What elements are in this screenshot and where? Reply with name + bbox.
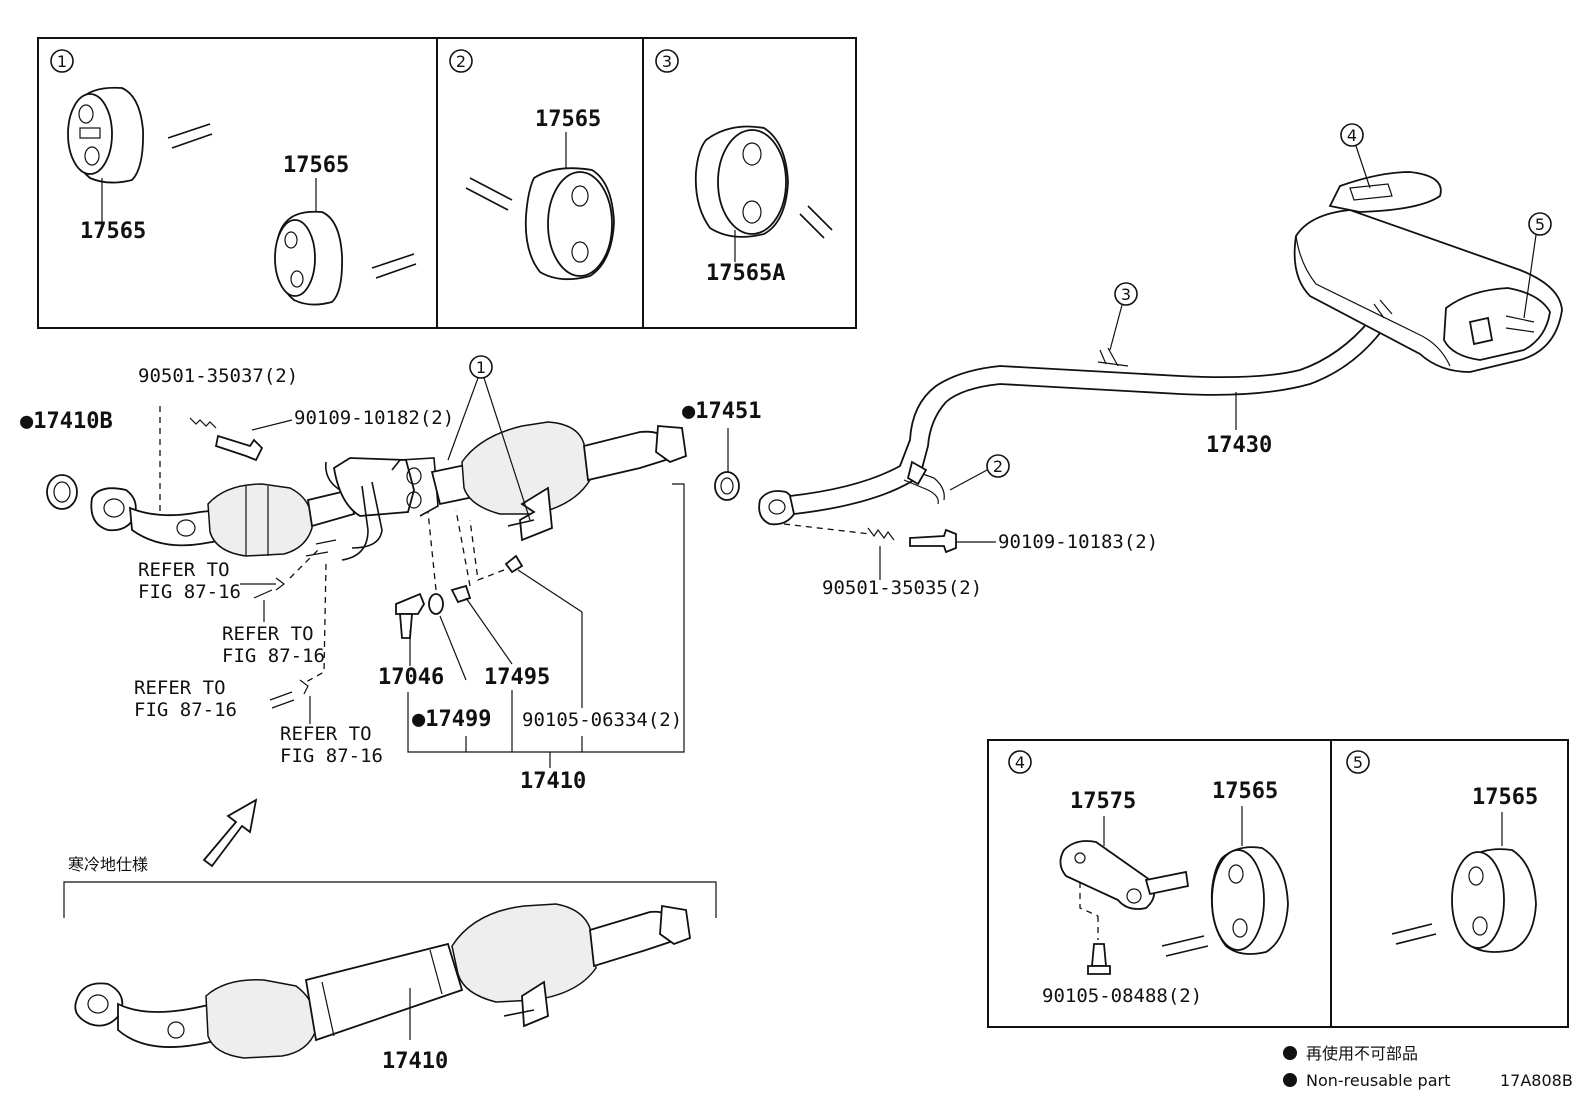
inset-1-number: 1 <box>57 52 67 71</box>
legend: 再使用不可部品 Non-reusable part 17A808B <box>1283 1044 1573 1090</box>
bullet-icon <box>1283 1073 1297 1087</box>
pin-icon <box>371 253 417 279</box>
refer-2-line2: FIG 87-16 <box>222 645 325 667</box>
catalyst-icon <box>461 421 591 515</box>
inset-top-frame <box>37 37 857 329</box>
bolt-icon <box>1091 943 1107 967</box>
flange-icon <box>655 425 687 464</box>
hanger-bracket-icon <box>1468 316 1494 346</box>
gasket-icon <box>714 471 740 501</box>
label-90109-10183: 90109-10183(2) <box>998 531 1158 553</box>
label-17046: 17046 <box>378 665 444 690</box>
callout-4: 4 <box>1347 126 1357 145</box>
hanger-icon <box>694 125 789 238</box>
spring-icon <box>189 417 217 429</box>
muffler-section-icon <box>304 942 464 1042</box>
catalyst-icon <box>205 979 317 1059</box>
hanger-bracket-icon <box>1059 840 1156 910</box>
hanger-icon <box>524 167 615 281</box>
inset-4-number: 4 <box>1015 753 1025 772</box>
inset-2-number: 2 <box>456 52 466 71</box>
inset-bottom-group: 4 17575 90105-08488(2) 17565 5 17565 <box>987 739 1569 1028</box>
arrow-up-icon <box>202 798 258 868</box>
cold-region-variant: 寒冷地仕様 17410 <box>63 798 717 1074</box>
pin-icon <box>799 205 833 239</box>
label-17410: 17410 <box>520 769 586 794</box>
label-17565-c: 17565 <box>535 107 601 132</box>
label-17430: 17430 <box>1206 433 1272 458</box>
catalyst-icon <box>451 903 597 1003</box>
hanger-icon <box>1451 848 1537 953</box>
label-17565-e: 17565 <box>1472 785 1538 810</box>
pin-icon <box>1391 923 1437 945</box>
callout-2: 2 <box>993 457 1003 476</box>
tail-pipe-icon <box>788 318 1386 515</box>
label-17565-d: 17565 <box>1212 779 1278 804</box>
hanger-rod-icon <box>1099 347 1119 367</box>
gasket-icon <box>428 593 444 615</box>
hanger-bracket-icon <box>1328 171 1442 213</box>
label-17451: ●17451 <box>682 399 761 424</box>
pin-icon <box>1161 935 1209 957</box>
label-17410B: ●17410B <box>20 409 113 434</box>
figure-code: 17A808B <box>1500 1071 1573 1090</box>
gasket-icon <box>46 474 78 510</box>
cold-region-label: 寒冷地仕様 <box>68 855 148 874</box>
bolt-icon <box>504 554 524 574</box>
label-90501-35037: 90501-35037(2) <box>138 365 298 387</box>
pipe-stub-icon <box>305 539 337 557</box>
refer-3-line2: FIG 87-16 <box>134 699 237 721</box>
pipe-stub-icon <box>253 589 273 599</box>
callout-1: 1 <box>476 358 486 377</box>
front-pipe-assembly: ●17410B 90501-35037(2) 90109-10182(2) <box>20 355 761 794</box>
legend-jp: 再使用不可部品 <box>1306 1044 1418 1063</box>
pin-icon <box>167 123 213 149</box>
refer-1-line2: FIG 87-16 <box>138 581 241 603</box>
tail-pipe-assembly: 3 2 4 5 17430 90109-10183(2) 90501-35035… <box>758 123 1563 599</box>
flange-icon <box>659 904 691 946</box>
callout-3: 3 <box>1121 285 1131 304</box>
refer-4-line2: FIG 87-16 <box>280 745 383 767</box>
catalyst-icon <box>207 483 313 557</box>
inset-top-group: 1 17565 17565 2 17565 <box>37 37 857 329</box>
refer-4-line1: REFER TO <box>280 723 372 745</box>
label-90105-06334: 90105-06334(2) <box>522 709 682 731</box>
bolt-icon <box>909 528 957 554</box>
inset-bottom-frame <box>987 739 1569 1028</box>
clamp-icon <box>275 577 285 591</box>
bolt-icon <box>214 434 264 462</box>
refer-2-line1: REFER TO <box>222 623 314 645</box>
flange-icon <box>74 982 124 1027</box>
spring-icon <box>867 527 895 541</box>
plug-icon <box>450 584 472 604</box>
pipe-stub-icon <box>269 691 295 709</box>
hanger-icon <box>67 86 144 184</box>
refer-3-line1: REFER TO <box>134 677 226 699</box>
label-17565A: 17565A <box>706 261 785 286</box>
clamp-icon <box>299 679 309 695</box>
label-17565-b: 17565 <box>283 153 349 178</box>
callout-5: 5 <box>1535 215 1545 234</box>
legend-en: Non-reusable part <box>1306 1071 1450 1090</box>
label-90105-08488: 90105-08488(2) <box>1042 985 1202 1007</box>
hanger-icon <box>1210 846 1289 955</box>
label-17575: 17575 <box>1070 789 1136 814</box>
bullet-icon <box>1283 1046 1297 1060</box>
label-17495: 17495 <box>484 665 550 690</box>
label-17410-alt: 17410 <box>382 1049 448 1074</box>
label-17565-a: 17565 <box>80 219 146 244</box>
label-17499: ●17499 <box>412 707 491 732</box>
sensor-boss-icon <box>395 592 426 615</box>
hanger-icon <box>274 210 343 306</box>
refer-1-line1: REFER TO <box>138 559 230 581</box>
pin-icon <box>465 177 513 211</box>
label-90501-35035: 90501-35035(2) <box>822 577 982 599</box>
label-90109-10182: 90109-10182(2) <box>294 407 454 429</box>
inset-3-number: 3 <box>662 52 672 71</box>
flange-icon <box>90 487 137 532</box>
inset-5-number: 5 <box>1353 753 1363 772</box>
